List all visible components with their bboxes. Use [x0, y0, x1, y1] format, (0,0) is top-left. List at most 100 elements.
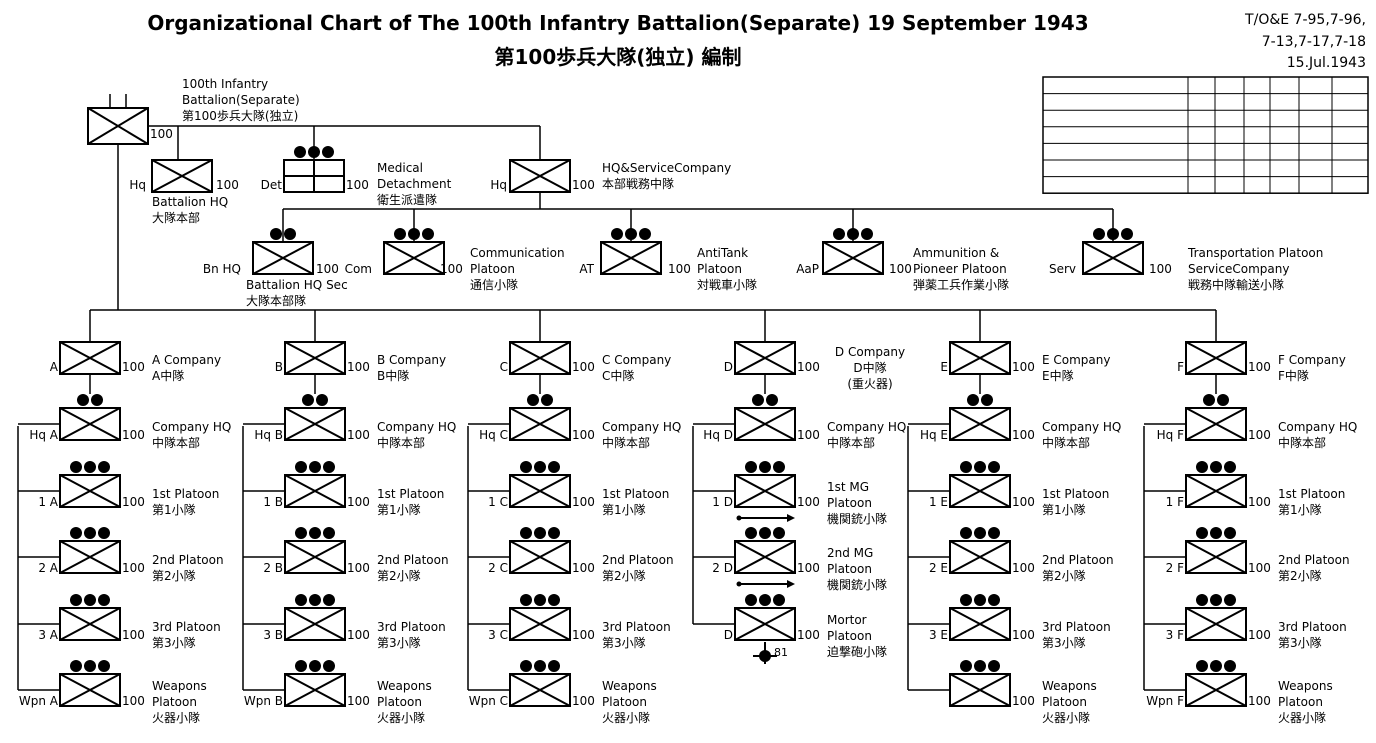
echelon-dot-icon	[294, 146, 306, 158]
unit-size: 100	[122, 694, 145, 708]
unit-label: 中隊本部	[1042, 435, 1090, 450]
platoon-symbol	[734, 594, 796, 641]
platoon-label: AntiTank	[697, 246, 748, 260]
unit-code: 3 E	[929, 628, 948, 642]
unit-label: Weapons	[602, 679, 657, 693]
unit-code: 2 A	[38, 561, 58, 575]
echelon-dot-icon	[639, 228, 651, 240]
echelon-dot-icon	[1107, 228, 1119, 240]
unit-label: 2nd Platoon	[1042, 553, 1114, 567]
medical-label: 衛生派遣隊	[377, 192, 437, 207]
unit-label: Platoon	[1278, 695, 1323, 709]
unit-size: 100	[122, 628, 145, 642]
echelon-dot-icon	[1196, 527, 1208, 539]
echelon-dot-icon	[1093, 228, 1105, 240]
unit-label: 火器小隊	[377, 710, 425, 725]
unit-code: 3 B	[263, 628, 283, 642]
unit-label: 1st Platoon	[377, 487, 444, 501]
platoon-label: Battalion HQ Sec	[246, 278, 348, 292]
platoon-label: Transportation Platoon	[1187, 246, 1323, 260]
echelon-dot-icon	[1210, 594, 1222, 606]
unit-size: 100	[572, 178, 595, 192]
company-hq-symbol	[949, 394, 1011, 441]
unit-size: 100	[1012, 495, 1035, 509]
infantry-cross	[734, 341, 796, 375]
unit-code: D	[724, 628, 733, 642]
unit-label: 中隊本部	[602, 435, 650, 450]
echelon-dot-icon	[548, 594, 560, 606]
echelon-dot-icon	[422, 228, 434, 240]
platoon-symbol-serv	[1082, 228, 1144, 275]
company-letter: C	[500, 360, 508, 374]
echelon-dot-icon	[960, 527, 972, 539]
unit-label: 2nd MG	[827, 546, 873, 560]
unit-label: Weapons	[1042, 679, 1097, 693]
platoon-symbol	[509, 461, 571, 508]
echelon-dot-icon	[625, 228, 637, 240]
unit-label: Platoon	[602, 695, 647, 709]
echelon-dot-icon	[1196, 660, 1208, 672]
echelon-dot-icon	[98, 660, 110, 672]
unit-code: 1 D	[712, 495, 733, 509]
echelon-dot-icon	[98, 527, 110, 539]
infantry-cross	[1185, 540, 1247, 574]
echelon-dot-icon	[974, 527, 986, 539]
platoon-symbol	[1185, 594, 1247, 641]
infantry-cross	[509, 474, 571, 508]
echelon-dot-icon	[70, 527, 82, 539]
echelon-dot-icon	[270, 228, 282, 240]
unit-label: Mortor	[827, 613, 867, 627]
unit-label: Platoon	[827, 629, 872, 643]
unit-label: 第1小隊	[152, 502, 196, 517]
company-label: F Company	[1278, 353, 1346, 367]
unit-size: 100	[572, 428, 595, 442]
company-label: A中隊	[152, 368, 184, 383]
echelon-dot-icon	[752, 394, 764, 406]
echelon-dot-icon	[308, 146, 320, 158]
unit-label: Weapons	[152, 679, 207, 693]
infantry-cross	[949, 540, 1011, 574]
infantry-cross	[509, 673, 571, 707]
unit-label: 火器小隊	[1042, 710, 1090, 725]
infantry-cross	[1185, 341, 1247, 375]
unit-size: 100	[572, 561, 595, 575]
echelon-dot-icon	[284, 228, 296, 240]
echelon-dot-icon	[295, 461, 307, 473]
unit-label: 3rd Platoon	[152, 620, 221, 634]
company-symbol-a	[59, 341, 121, 375]
unit-size: 100	[572, 495, 595, 509]
unit-code: Hq A	[29, 428, 58, 442]
unit-label: 1st Platoon	[602, 487, 669, 501]
echelon-dot-icon	[534, 594, 546, 606]
echelon-dot-icon	[322, 146, 334, 158]
platoon-label: 弾薬工兵作業小隊	[913, 277, 1009, 292]
unit-label: 火器小隊	[1278, 710, 1326, 725]
echelon-dot-icon	[91, 394, 103, 406]
company-symbol-c	[509, 341, 571, 375]
mortar-caliber: 81	[774, 646, 788, 659]
unit-size: 100	[1248, 628, 1271, 642]
echelon-dot-icon	[1224, 461, 1236, 473]
platoon-symbol	[284, 660, 346, 707]
unit-code: 1 F	[1166, 495, 1184, 509]
platoon-symbol	[59, 527, 121, 574]
battalion-hq-symbol	[151, 159, 213, 193]
echelon-dot-icon	[84, 461, 96, 473]
echelon-dot-icon	[766, 394, 778, 406]
echelon-dot-icon	[1196, 461, 1208, 473]
company-hq-symbol	[59, 394, 121, 441]
company-hq-symbol	[1185, 394, 1247, 441]
unit-code: AT	[579, 262, 594, 276]
echelon-dot-icon	[534, 660, 546, 672]
echelon-dot-icon	[84, 527, 96, 539]
infantry-cross	[822, 241, 884, 275]
platoon-label: ServiceCompany	[1188, 262, 1289, 276]
echelon-dot-icon	[974, 594, 986, 606]
echelon-dot-icon	[861, 228, 873, 240]
infantry-cross	[949, 673, 1011, 707]
unit-label: 第3小隊	[1042, 635, 1086, 650]
echelon-dot-icon	[534, 461, 546, 473]
unit-size: 100	[316, 262, 339, 276]
echelon-dot-icon	[70, 594, 82, 606]
unit-label: 第1小隊	[602, 502, 646, 517]
